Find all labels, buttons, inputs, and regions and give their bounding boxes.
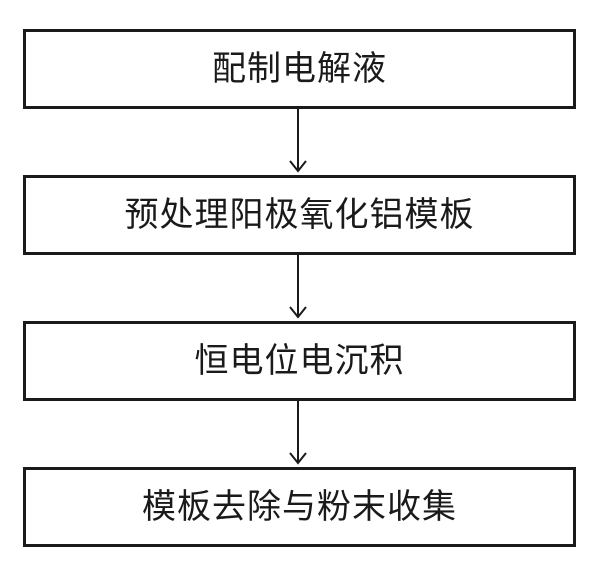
step-label: 模板去除与粉末收集 [142, 490, 457, 524]
arrow-3-to-4 [290, 401, 306, 463]
step-label: 预处理阳极氧化铝模板 [125, 198, 475, 232]
step-box-pretreat-aao-template: 预处理阳极氧化铝模板 [23, 175, 576, 255]
step-label: 恒电位电沉积 [195, 344, 405, 378]
step-label: 配制电解液 [212, 52, 387, 86]
step-box-template-removal-powder-collection: 模板去除与粉末收集 [23, 467, 576, 547]
arrow-2-to-3 [290, 255, 306, 317]
arrow-1-to-2 [290, 109, 306, 171]
step-box-prepare-electrolyte: 配制电解液 [23, 29, 576, 109]
step-box-potentiostatic-electrodeposition: 恒电位电沉积 [23, 321, 576, 401]
